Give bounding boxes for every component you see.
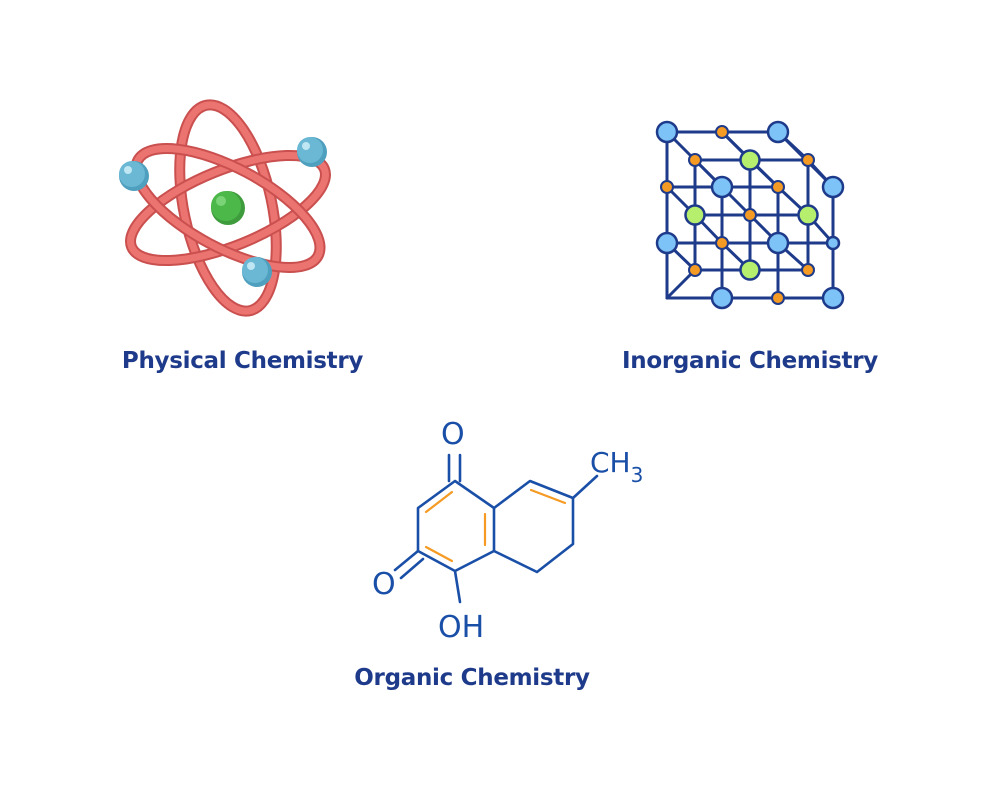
hydroxyl-label: OH xyxy=(438,610,484,645)
orbit-ring-1 xyxy=(174,99,282,317)
nucleus xyxy=(211,191,245,225)
orbit-ring-2 xyxy=(125,149,331,267)
carbonyl-top-label: O xyxy=(441,417,465,452)
physical-chemistry-title: Physical Chemistry xyxy=(121,348,364,374)
molecule-structure-icon: O O OH CH3 xyxy=(372,417,643,645)
organic-chemistry-title: Organic Chemistry xyxy=(354,665,590,691)
orbit-ring-3 xyxy=(130,142,326,274)
lattice-atoms xyxy=(655,120,845,310)
atom-icon xyxy=(119,99,331,317)
electron-left xyxy=(119,161,149,191)
crystal-lattice-icon xyxy=(655,120,845,310)
double-bond-markers xyxy=(424,488,567,563)
inorganic-chemistry-title: Inorganic Chemistry xyxy=(622,348,878,374)
carbonyl-left-label: O xyxy=(372,567,396,602)
electron-right xyxy=(297,137,327,167)
methyl-label: CH3 xyxy=(590,446,643,487)
electron-bottom xyxy=(242,257,272,287)
